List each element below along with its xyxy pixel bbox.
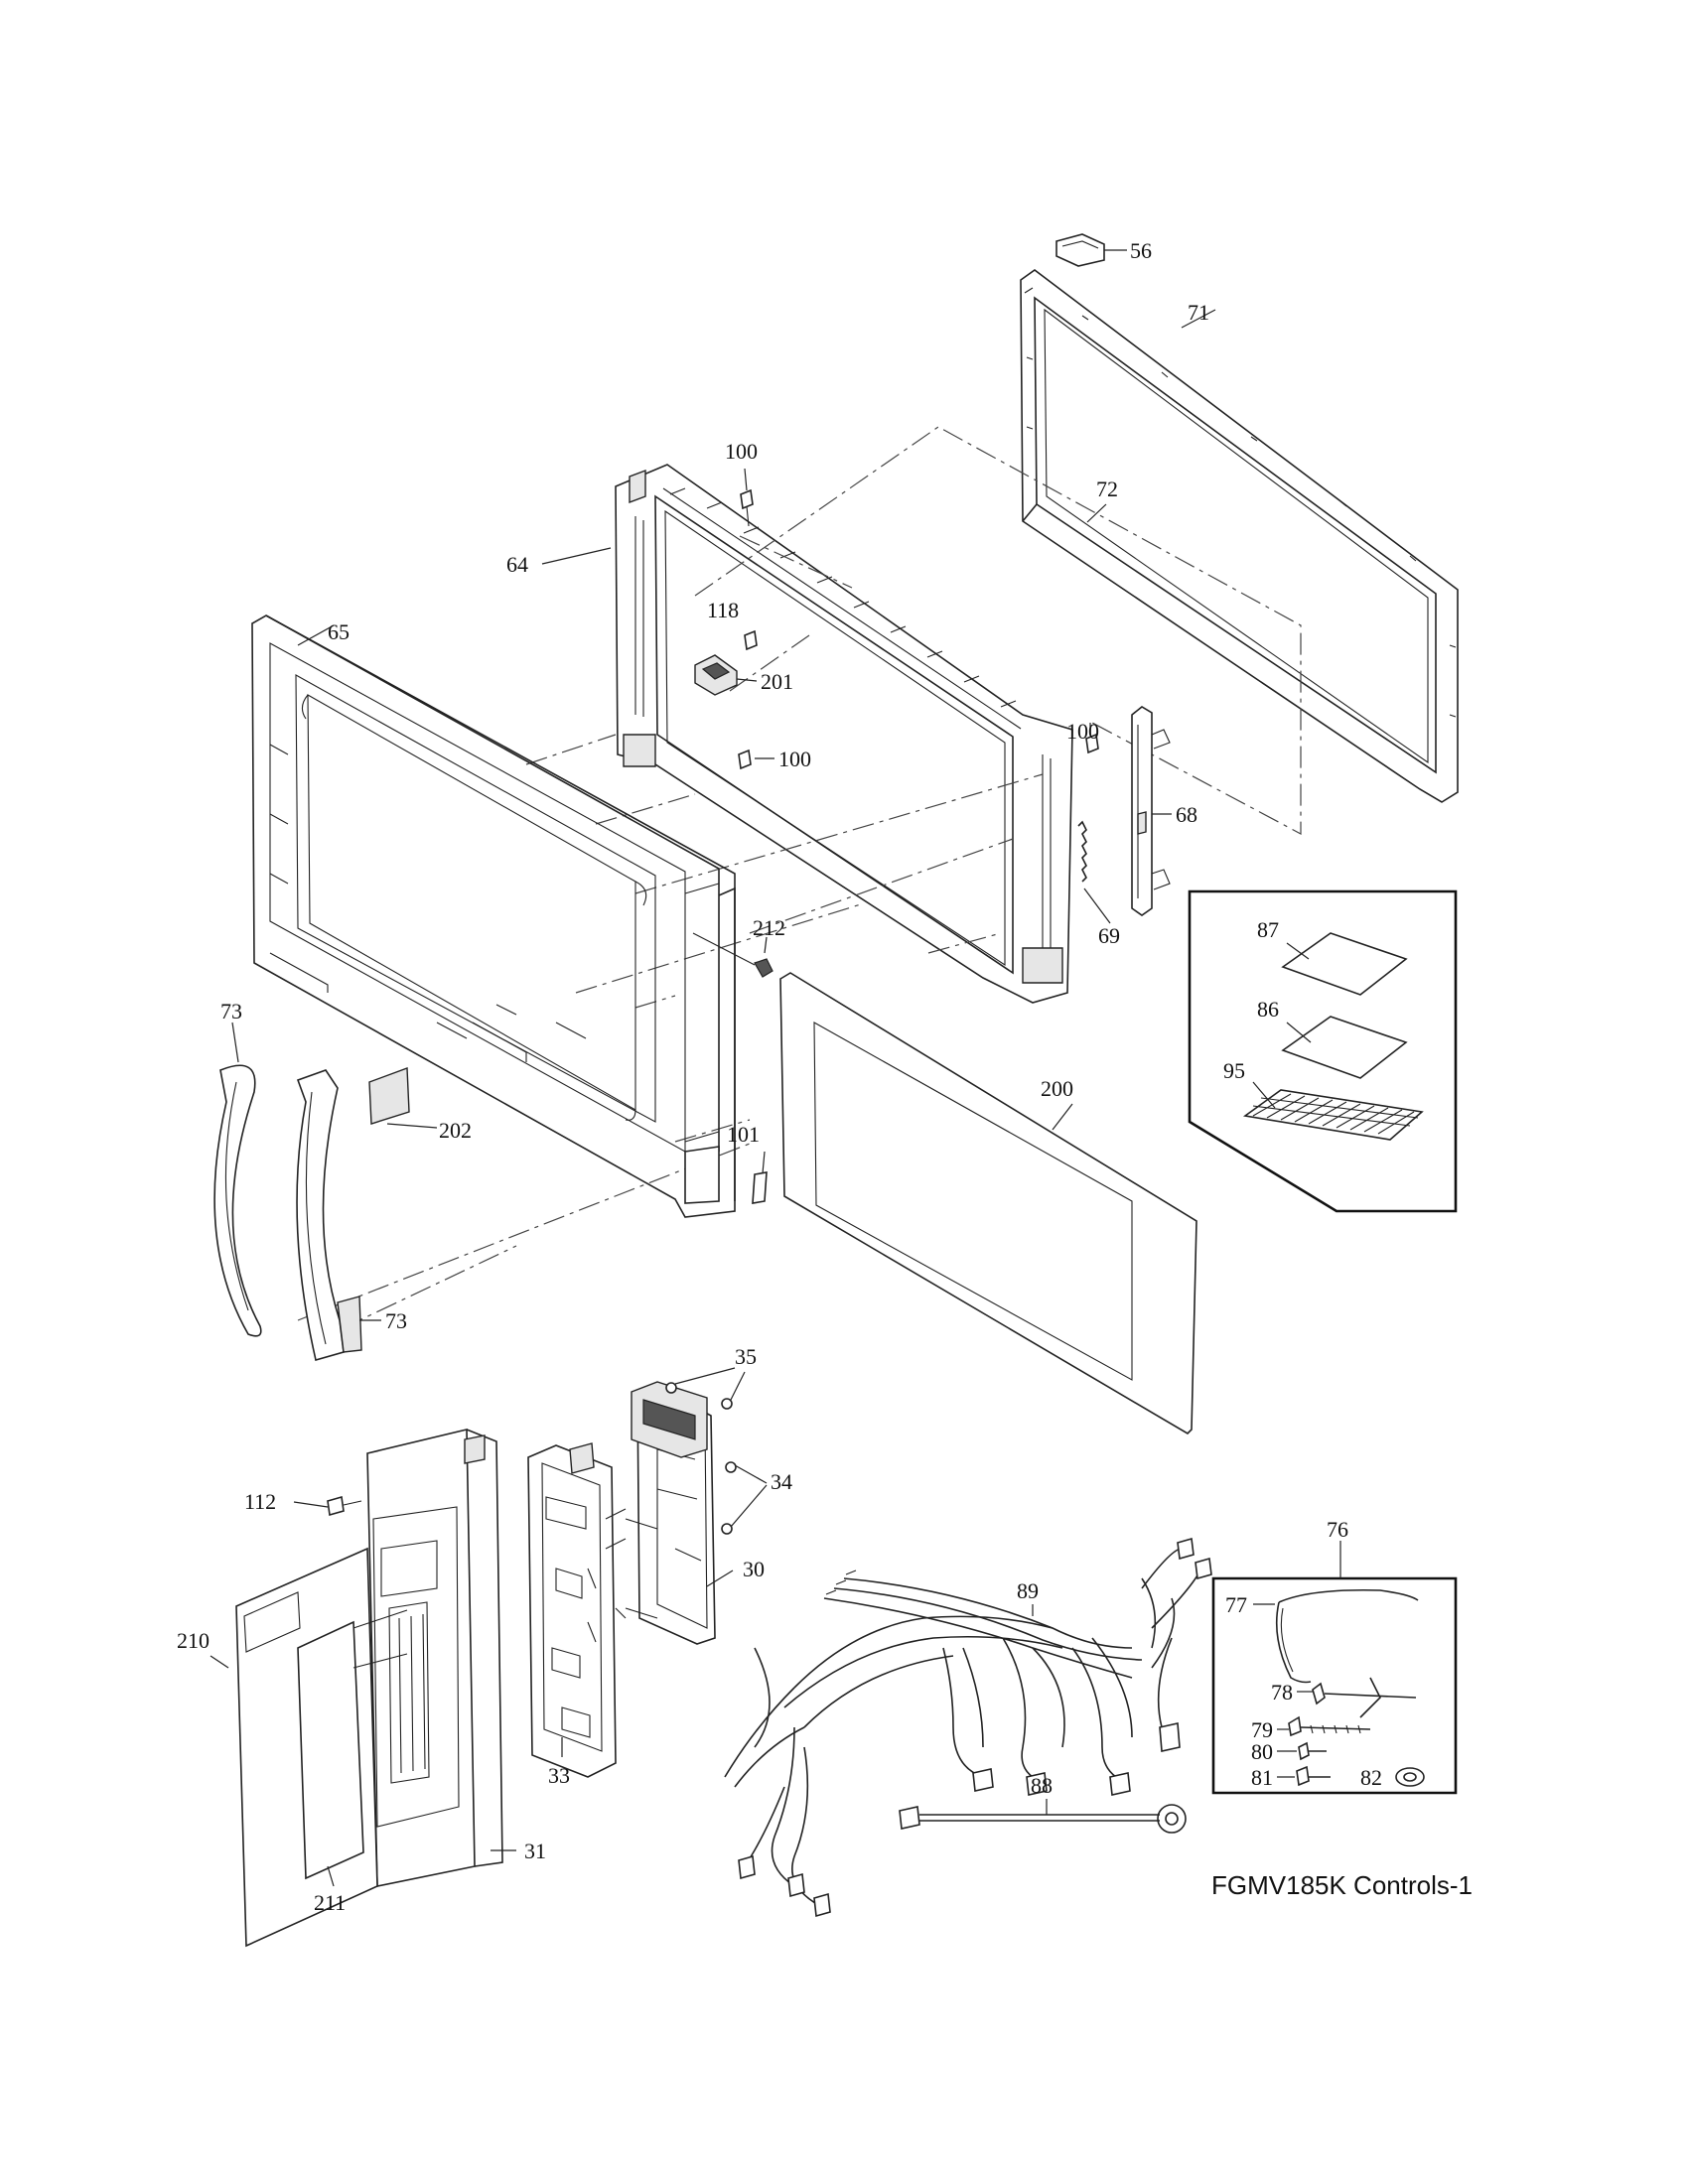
part-88-ground-wire [899, 1799, 1187, 1834]
part-71-rear-frame [1020, 269, 1459, 803]
callout-69: 69 [1098, 923, 1120, 948]
screws [738, 468, 1099, 1204]
callout-87: 87 [1257, 917, 1279, 942]
part-69-spring [1077, 820, 1111, 924]
callout-68: 68 [1176, 802, 1197, 827]
part-68-hinge [1131, 706, 1172, 916]
callout-211: 211 [314, 1890, 346, 1915]
part-33-mounting-plate [527, 1442, 627, 1778]
callout-95: 95 [1223, 1058, 1245, 1083]
callout-73: 73 [220, 999, 242, 1024]
part-31-housing [366, 1428, 516, 1887]
callout-76: 76 [1327, 1517, 1348, 1542]
callout-33: 33 [548, 1763, 570, 1788]
callout-78: 78 [1271, 1680, 1293, 1705]
callout-79: 79 [1251, 1717, 1273, 1742]
part-64-support-frame [541, 464, 1073, 1004]
callout-210: 210 [177, 1628, 210, 1653]
projection-lines [297, 426, 1302, 1329]
part-73-handle-right [296, 1069, 381, 1362]
part-200-glass [779, 972, 1197, 1435]
callout-202: 202 [439, 1118, 472, 1143]
callout-100: 100 [1066, 719, 1099, 744]
callout-100: 100 [778, 747, 811, 771]
callout-64: 64 [506, 552, 528, 577]
inset-box-hardware [1211, 1541, 1458, 1795]
callout-77: 77 [1225, 1592, 1247, 1617]
callout-30: 30 [743, 1557, 765, 1581]
callout-101: 101 [727, 1122, 760, 1147]
callout-34: 34 [771, 1469, 792, 1494]
callout-35: 35 [735, 1344, 757, 1369]
diagram-caption: FGMV185K Controls-1 [1211, 1870, 1473, 1900]
callout-65: 65 [328, 619, 350, 644]
callout-56: 56 [1130, 238, 1152, 263]
callout-71: 71 [1188, 300, 1209, 325]
callout-81: 81 [1251, 1765, 1273, 1790]
callout-86: 86 [1257, 997, 1279, 1022]
callout-200: 200 [1041, 1076, 1073, 1101]
callout-100: 100 [725, 439, 758, 464]
callout-82: 82 [1360, 1765, 1382, 1790]
part-56-clip [1055, 233, 1127, 267]
callout-118: 118 [707, 598, 739, 622]
callout-112: 112 [244, 1489, 276, 1514]
callout-201: 201 [761, 669, 793, 694]
callout-80: 80 [1251, 1739, 1273, 1764]
callout-labels: 56 71 72 100 64 118 201 65 100 100 68 69… [177, 238, 1382, 1915]
part-35-display-module [631, 1367, 746, 1458]
part-73-handle-left [213, 1022, 262, 1337]
part-202-tab [368, 1067, 438, 1129]
part-89-wire-harness [724, 1537, 1212, 1918]
callout-88: 88 [1031, 1773, 1053, 1798]
callout-89: 89 [1017, 1578, 1039, 1603]
callout-73: 73 [385, 1308, 407, 1333]
part-65-door [251, 614, 736, 1218]
callout-31: 31 [524, 1839, 546, 1863]
callout-72: 72 [1096, 477, 1118, 501]
callout-212: 212 [753, 915, 785, 940]
inset-box-accessories [1188, 889, 1458, 1213]
part-212-fitting [692, 932, 774, 978]
part-112-screw [293, 1495, 362, 1517]
part-34-screws [721, 1461, 768, 1535]
part-211-label [297, 1609, 408, 1887]
part-201-latch [694, 654, 758, 696]
